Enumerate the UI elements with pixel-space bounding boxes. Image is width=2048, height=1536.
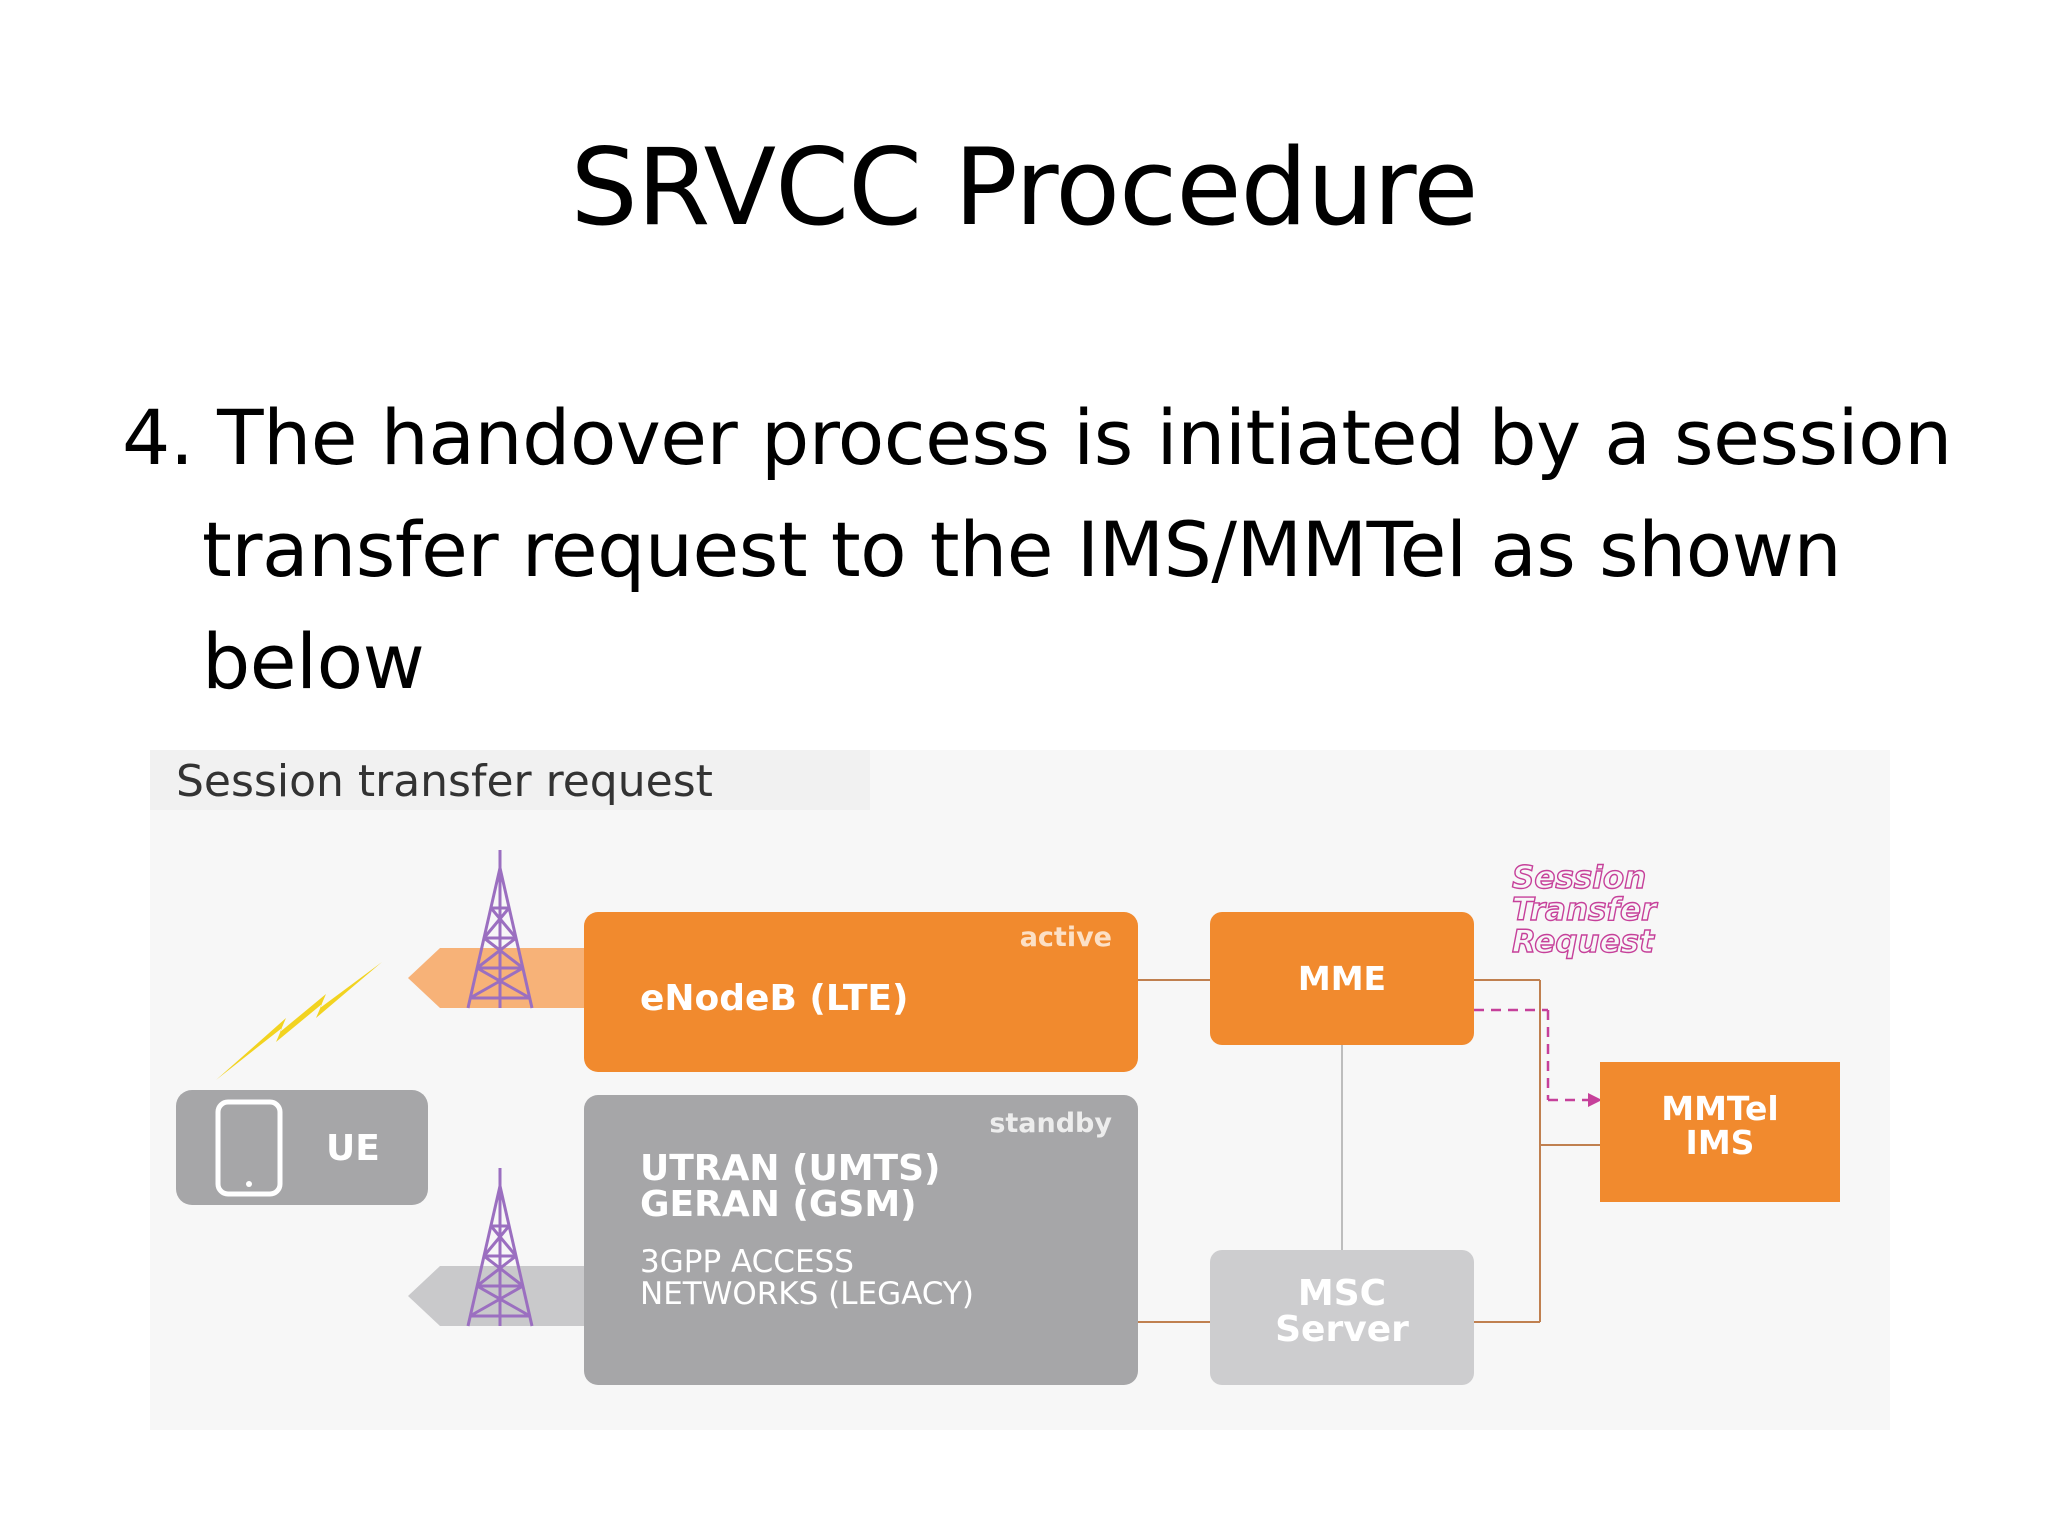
mmtel-line-2: IMS: [1686, 1123, 1755, 1162]
mme-label: MME: [1298, 959, 1386, 998]
antenna-tower-icon: [466, 1168, 534, 1327]
body-line-3: below: [202, 617, 425, 706]
antenna-tower-icon: [466, 850, 534, 1009]
legacy-line-2: GERAN (GSM): [640, 1184, 917, 1225]
legacy-network-box: standby UTRAN (UMTS) GERAN (GSM) 3GPP AC…: [584, 1095, 1138, 1385]
mmtel-line-1: MMTel: [1661, 1089, 1779, 1128]
session-transfer-annotation: Session Transfer Request: [1511, 859, 1658, 960]
srvcc-diagram: Session transfer request Session Transfe…: [150, 750, 1890, 1430]
mme-box: MME: [1210, 912, 1474, 1045]
diagram-heading: Session transfer request: [176, 756, 713, 807]
phone-icon: [215, 1099, 283, 1197]
body-line-2: transfer request to the IMS/MMTel as sho…: [202, 505, 1842, 594]
ue-label: UE: [326, 1128, 380, 1169]
msc-line-2: Server: [1275, 1309, 1409, 1350]
session-transfer-path: [1474, 1008, 1588, 1102]
connectors: [1138, 979, 1600, 1323]
annotation-line-1: Session: [1512, 860, 1646, 896]
body-line-1: 4. The handover process is initiated by …: [122, 393, 1952, 482]
session-transfer-arrowhead: [1588, 1093, 1602, 1107]
legacy-line-1: UTRAN (UMTS): [640, 1148, 940, 1189]
enodeb-box: active eNodeB (LTE): [584, 912, 1138, 1072]
msc-line-1: MSC: [1298, 1273, 1386, 1314]
enodeb-state-label: active: [1020, 922, 1112, 953]
diagram-canvas: Session transfer request Session Transfe…: [150, 750, 1890, 1430]
legacy-state-label: standby: [989, 1108, 1112, 1139]
legacy-sub-line-1: 3GPP ACCESS: [640, 1244, 854, 1280]
slide-body: 4. The handover process is initiated by …: [122, 382, 1962, 718]
legacy-sub-line-2: NETWORKS (LEGACY): [640, 1276, 974, 1312]
heading-background: [150, 750, 870, 810]
msc-server-box: MSC Server: [1210, 1250, 1474, 1385]
annotation-line-2: Transfer: [1512, 892, 1658, 928]
enodeb-label: eNodeB (LTE): [640, 978, 908, 1019]
lightning-icon: [216, 962, 382, 1080]
mmtel-ims-box: MMTel IMS: [1600, 1062, 1840, 1202]
slide-title: SRVCC Procedure: [570, 126, 1479, 249]
ue-box: UE: [176, 1090, 428, 1205]
annotation-line-3: Request: [1512, 924, 1655, 960]
